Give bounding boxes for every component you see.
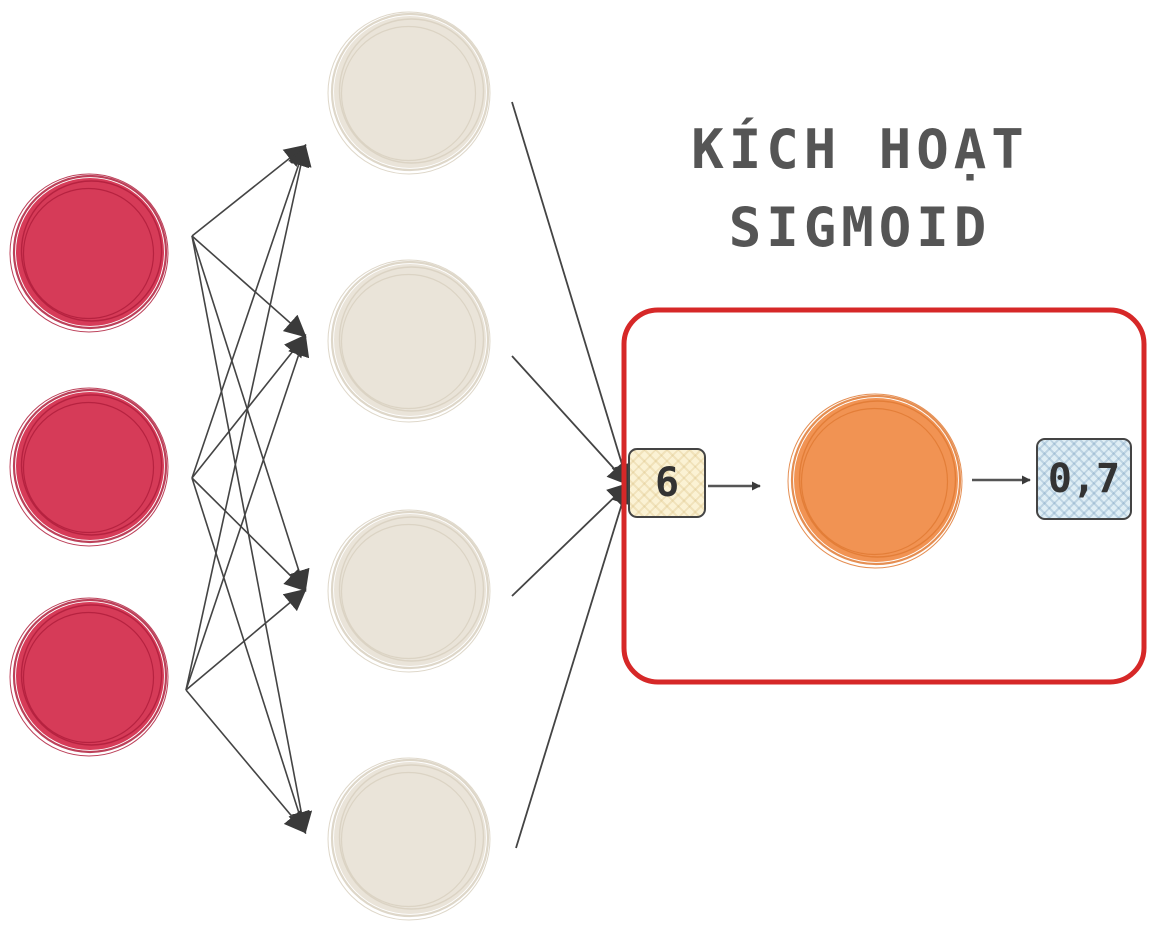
- hidden-node-2-ring-2: [338, 266, 485, 412]
- hidden-node-1-ring-3: [340, 25, 477, 162]
- input-node-3-ring-4: [9, 597, 169, 757]
- input-node-1-fill: [16, 178, 164, 326]
- title-line-2: SIGMOID: [728, 196, 992, 259]
- input-node-2-ring-4: [9, 387, 169, 547]
- hidden-node-4-ring-2: [338, 764, 485, 910]
- input-node-3-ring-3: [22, 611, 155, 744]
- network-nodes: [9, 11, 963, 921]
- input-node-1-ring-4: [9, 173, 169, 333]
- sigmoid-neuron-ring-4: [787, 393, 963, 569]
- hidden-node-2-ring-3: [340, 273, 477, 410]
- hidden-node-1: [327, 11, 491, 175]
- edge-hidden-1-to-output: [511, 101, 633, 487]
- hidden-node-1-fill: [334, 16, 486, 168]
- hidden-node-2-ring-4: [327, 259, 491, 423]
- sigmoid-neuron: [787, 393, 963, 569]
- input-node-1-ring-2: [20, 180, 163, 322]
- input-node-1-ring-3: [22, 187, 155, 320]
- input-node-3-fill: [16, 602, 164, 750]
- edge-hidden-3-to-output: [511, 482, 630, 597]
- edge-input-3-to-hidden-1: [185, 143, 312, 691]
- edge-input-2-to-hidden-3: [191, 477, 307, 592]
- input-node-3: [9, 597, 169, 757]
- hidden-node-1-ring-2: [338, 18, 485, 164]
- hidden-node-3-ring-4: [327, 509, 491, 673]
- edge-input-3-to-hidden-4: [185, 689, 307, 834]
- edge-hidden-4-to-output: [515, 481, 633, 849]
- hidden-node-3-ring-1: [330, 510, 490, 670]
- edge-input-1-to-hidden-3: [191, 235, 310, 593]
- title-line-1: KÍCH HOẠT: [691, 118, 1029, 181]
- hidden-node-1-ring-4: [327, 11, 491, 175]
- sigmoid-neuron-fill: [794, 398, 958, 562]
- edge-input-3-to-hidden-2: [185, 333, 310, 691]
- hidden-node-3-fill: [334, 514, 486, 666]
- hidden-node-2-fill: [334, 264, 486, 416]
- input-node-3-ring-1: [12, 598, 168, 754]
- input-node-2-ring-1: [12, 388, 168, 544]
- connection-edges: [185, 101, 633, 849]
- sigmoid-highlight-frame: [621, 307, 1147, 685]
- input-node-1-ring-1: [12, 174, 168, 330]
- hidden-node-3-ring-3: [340, 523, 477, 660]
- edge-input-1-to-hidden-2: [191, 235, 307, 338]
- hidden-node-3-ring-2: [338, 516, 485, 662]
- hidden-node-2: [327, 259, 491, 423]
- hidden-node-1-ring-1: [330, 12, 490, 172]
- hidden-node-4-ring-3: [340, 771, 477, 908]
- hidden-node-4-fill: [334, 762, 486, 914]
- sigmoid-neuron-ring-2: [798, 400, 957, 558]
- sigmoid-neuron-ring-1: [790, 394, 962, 566]
- hidden-node-4-ring-4: [327, 757, 491, 921]
- input-node-2: [9, 387, 169, 547]
- edge-input-2-to-hidden-4: [191, 477, 310, 835]
- edge-input-3-to-hidden-3: [185, 588, 307, 691]
- input-node-2-fill: [16, 392, 164, 540]
- edge-hidden-2-to-output: [511, 355, 630, 486]
- input-node-2-ring-2: [20, 394, 163, 536]
- activation-input-value: 6: [628, 448, 706, 518]
- hidden-node-2-ring-1: [330, 260, 490, 420]
- hidden-node-4: [327, 757, 491, 921]
- edge-input-2-to-hidden-1: [191, 143, 310, 479]
- hidden-node-4-ring-1: [330, 758, 490, 918]
- input-node-1: [9, 173, 169, 333]
- input-node-2-ring-3: [22, 401, 155, 534]
- input-node-3-ring-2: [20, 604, 163, 746]
- activation-output-value: 0,7: [1036, 438, 1132, 520]
- hidden-node-3: [327, 509, 491, 673]
- sigmoid-neuron-ring-3: [800, 407, 949, 556]
- edge-input-1-to-hidden-1: [191, 144, 307, 237]
